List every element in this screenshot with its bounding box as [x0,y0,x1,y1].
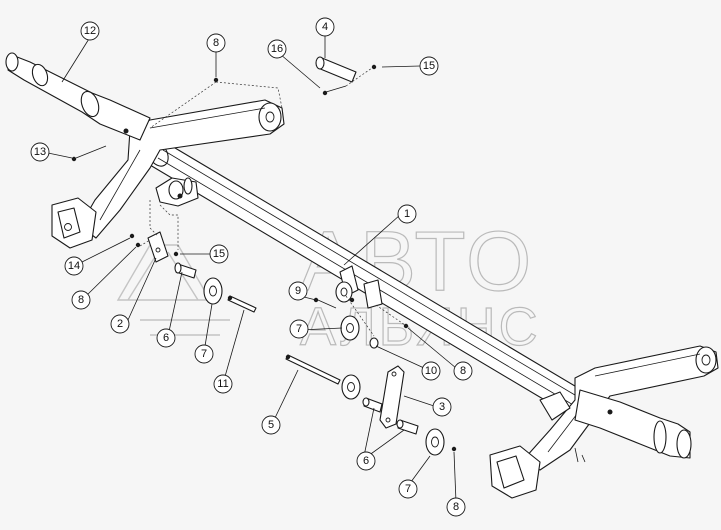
callout-10-label: 10 [425,365,437,377]
callout-8-top: 8 [206,33,226,53]
callout-12: 12 [80,21,100,41]
washer-part-7-lower [341,374,361,400]
callout-2: 2 [110,314,130,334]
callout-16-label: 16 [271,43,283,55]
washer-part-7-center [340,315,360,341]
callout-7-left: 7 [194,344,214,364]
callout-6-left-label: 6 [163,332,169,344]
bushing-part-6-left [174,262,197,279]
nut-part-8-center [403,323,409,329]
callout-12-label: 12 [84,25,96,37]
right-spindle [574,389,692,459]
callout-4-label: 4 [322,21,328,33]
callout-7-center: 7 [289,319,309,339]
center-bracket [335,265,383,309]
callout-9-label: 9 [295,285,301,297]
callout-8-bottom-label: 8 [453,501,459,513]
callout-15-top-label: 15 [423,60,435,72]
callout-11: 11 [213,374,233,394]
callout-11-label: 11 [217,378,228,390]
pin-part-4 [315,56,357,83]
assembly-dashed-lines [139,67,406,337]
right-clevis [489,391,586,499]
left-beam-bracket [155,177,199,207]
callout-8-right-label: 8 [460,365,466,377]
callout-5: 5 [261,415,281,435]
callout-7-bottom-label: 7 [405,483,411,495]
callout-9: 9 [288,281,308,301]
callout-8-right: 8 [453,361,473,381]
callout-1-label: 1 [404,208,410,220]
nut-part-8-left [135,242,141,248]
callout-2-label: 2 [117,318,123,330]
bolt-part-13 [71,145,107,162]
washer-part-7-right [425,428,445,456]
callout-7-center-label: 7 [296,323,302,335]
callout-8-left-label: 8 [78,294,84,306]
callout-15-left-label: 15 [213,248,225,260]
callout-6-bottom: 6 [356,451,376,471]
nut-part-8-top [213,77,219,83]
leader-lines [47,30,457,503]
bolt-part-5 [285,354,341,385]
callout-16: 16 [267,39,287,59]
callout-8-top-label: 8 [213,37,219,49]
nut-part-8-bottom [451,446,457,452]
bushing-part-6-right [396,419,419,435]
callout-6-bottom-label: 6 [363,455,369,467]
left-spindle [5,52,151,141]
callout-7-bottom: 7 [398,479,418,499]
nut-part-15-top [371,64,377,70]
nut-part-14 [129,233,135,239]
bushing-part-6-center [362,397,383,413]
callout-3-label: 3 [439,401,445,413]
left-clevis [51,197,97,249]
callout-3: 3 [432,397,452,417]
callout-7-left-label: 7 [201,348,207,360]
callout-8-bottom: 8 [446,497,466,517]
callout-14-label: 14 [68,260,80,272]
callout-13: 13 [30,142,50,162]
bolt-part-11 [227,295,257,313]
spacer-part-10 [369,337,379,349]
callout-14: 14 [64,256,84,276]
callout-10: 10 [421,361,441,381]
link-plate-part-3 [379,365,405,429]
callout-13-label: 13 [34,146,46,158]
callout-8-left: 8 [71,290,91,310]
nut-part-15-left [173,251,179,257]
callout-4: 4 [315,17,335,37]
callout-5-label: 5 [268,419,274,431]
left-bracket-plate-2 [147,231,169,263]
callout-15-top: 15 [419,56,439,76]
washer-part-7-left [203,277,223,305]
bolt-part-16 [322,85,347,96]
callout-15-left: 15 [209,244,229,264]
callout-6-left: 6 [156,328,176,348]
callout-1: 1 [397,204,417,224]
